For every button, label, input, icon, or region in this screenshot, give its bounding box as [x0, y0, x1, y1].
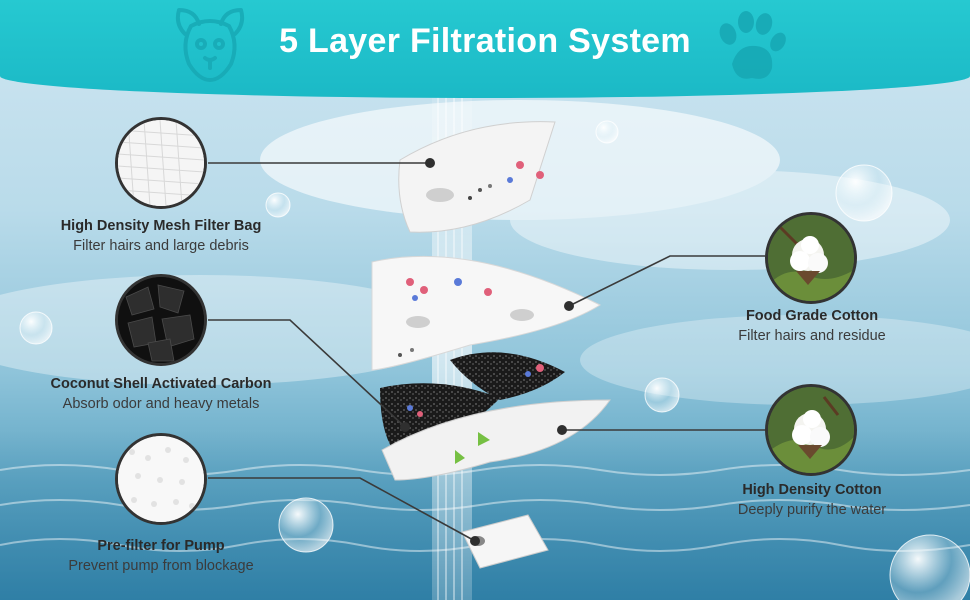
- layer-label-activated-carbon: Coconut Shell Activated Carbon Absorb od…: [11, 374, 311, 414]
- connector-lines: [208, 162, 765, 542]
- layer-desc: Filter hairs and large debris: [73, 238, 249, 254]
- mesh-filter-thumbnail: [115, 117, 207, 209]
- carbon-thumbnail: [115, 274, 207, 366]
- connector-dots: [400, 158, 574, 546]
- layer-desc: Prevent pump from blockage: [68, 558, 254, 574]
- layer-desc: Deeply purify the water: [737, 502, 887, 518]
- prefilter-thumbnail: [115, 433, 207, 525]
- layer-desc: Absorb odor and heavy metals: [62, 396, 260, 412]
- layer-name: Pre-filter for Pump: [97, 538, 225, 554]
- layer-name: High Density Cotton: [742, 482, 882, 498]
- layer-name: Coconut Shell Activated Carbon: [50, 376, 272, 392]
- header-banner: [0, 0, 970, 98]
- high-density-cotton-thumbnail: [765, 384, 857, 476]
- layer-name: High Density Mesh Filter Bag: [60, 218, 262, 234]
- layer-name: Food Grade Cotton: [745, 308, 879, 324]
- bubbles: [19, 120, 970, 600]
- food-grade-cotton-thumbnail: [765, 212, 857, 304]
- layer-label-food-grade-cotton: Food Grade Cotton Filter hairs and resid…: [662, 306, 962, 346]
- dog-icon: [175, 8, 245, 82]
- food-grade-cotton-illustration: [371, 255, 602, 371]
- layer-label-high-density-cotton: High Density Cotton Deeply purify the wa…: [662, 480, 962, 520]
- high-density-cotton-illustration: [381, 399, 611, 481]
- layer-desc: Filter hairs and residue: [738, 328, 886, 344]
- page-title: 5 Layer Filtration System: [279, 22, 691, 60]
- layer-label-prefilter: Pre-filter for Pump Prevent pump from bl…: [11, 536, 311, 576]
- mesh-filter-bag-illustration: [398, 121, 556, 233]
- layer-label-mesh-filter: High Density Mesh Filter Bag Filter hair…: [11, 216, 311, 256]
- paw-icon: [719, 11, 786, 79]
